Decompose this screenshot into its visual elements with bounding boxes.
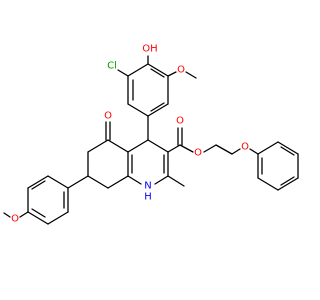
bond	[87, 139, 109, 153]
ketone-oxygen-label: O	[104, 111, 112, 122]
bond	[150, 102, 165, 112]
bond	[117, 69, 129, 77]
bond	[127, 103, 149, 117]
atom-labels: OH Cl O O O O O N H O	[11, 44, 249, 225]
anisole-oxygen-label: O	[11, 214, 19, 225]
bond	[215, 144, 233, 155]
bond	[147, 63, 169, 77]
bond	[127, 63, 149, 77]
bond	[280, 146, 295, 156]
bond	[19, 211, 29, 218]
bond	[185, 71, 197, 79]
bond	[107, 139, 129, 153]
molecule-canvas: OH Cl O O O O O N H O	[3, 43, 299, 225]
bond	[280, 176, 295, 186]
chemical-structure-diagram: OH Cl O O O O O N H O	[3, 44, 299, 225]
chloro-label: Cl	[107, 61, 117, 72]
bonds	[3, 55, 299, 225]
bond	[107, 175, 129, 189]
bond	[87, 175, 109, 189]
bond	[167, 175, 185, 187]
bond	[277, 141, 299, 155]
bond	[47, 211, 69, 225]
bond	[31, 180, 46, 190]
ester-oxygen-label: O	[194, 148, 202, 159]
bond	[249, 148, 259, 155]
hydroxyl-label: OH	[142, 44, 157, 55]
bond	[179, 144, 194, 153]
bond	[27, 175, 49, 189]
bond	[27, 211, 49, 225]
amine-hydrogen-label: H	[144, 192, 152, 203]
methoxy-oxygen-label: O	[177, 65, 185, 76]
bond	[47, 175, 69, 189]
bond	[203, 144, 217, 153]
bond	[147, 103, 169, 117]
amine-nitrogen-label: N	[144, 181, 151, 192]
bond	[147, 139, 169, 153]
bond	[277, 177, 299, 191]
bond	[67, 175, 89, 189]
bond	[257, 177, 279, 191]
bond	[150, 68, 165, 78]
bond	[257, 141, 279, 155]
bond	[231, 148, 241, 155]
bond	[154, 175, 169, 185]
ether-oxygen-label: O	[241, 142, 249, 153]
ester-carbonyl-oxygen-label: O	[176, 116, 184, 127]
bond	[167, 144, 181, 153]
bond	[127, 139, 149, 153]
bond	[127, 175, 142, 185]
bond	[3, 212, 11, 218]
bond	[167, 71, 177, 77]
bond	[31, 208, 46, 218]
